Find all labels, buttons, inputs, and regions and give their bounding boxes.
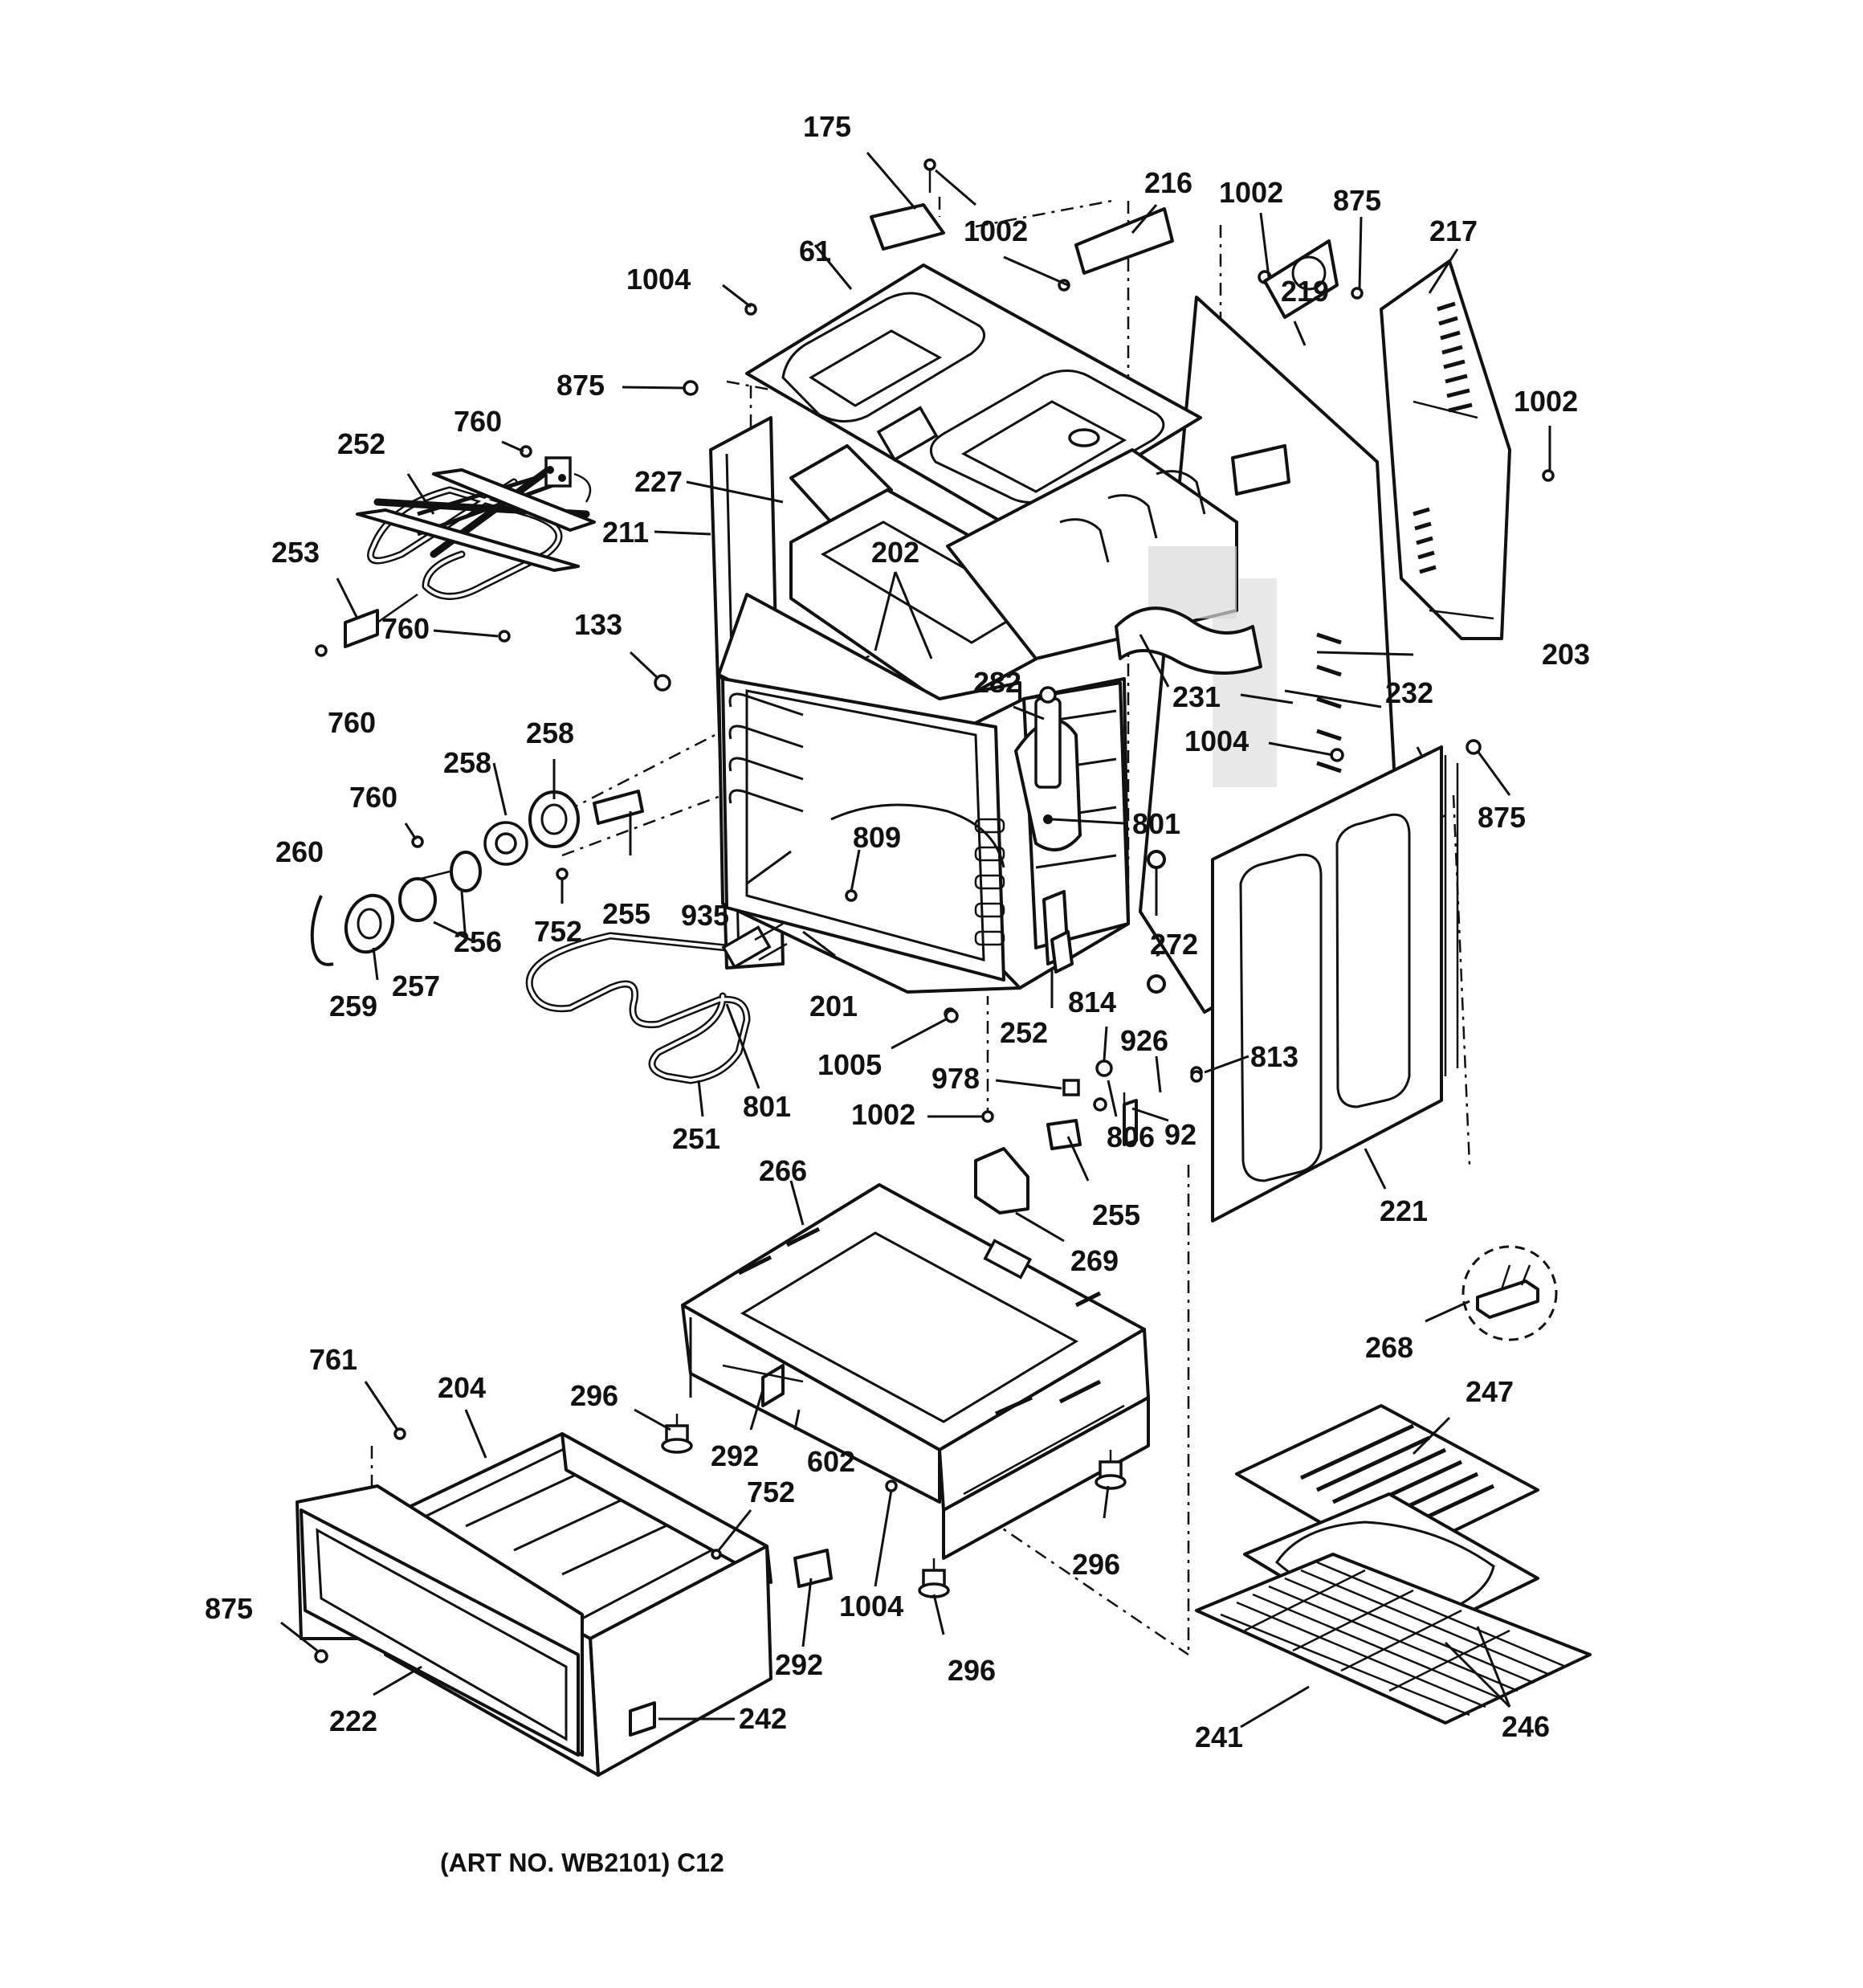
- bake-element-251: [525, 922, 788, 1084]
- oven-sensor-282: [1014, 686, 1082, 851]
- hinge-parts: [944, 850, 1203, 1214]
- callout-875: 875: [1478, 801, 1526, 834]
- callout-255: 255: [1092, 1198, 1140, 1231]
- callout-258: 258: [526, 716, 574, 749]
- callout-1002: 1002: [1514, 385, 1578, 418]
- oven-rack-241: [1195, 1553, 1592, 1725]
- callout-258: 258: [443, 746, 491, 779]
- callout-246: 246: [1502, 1710, 1550, 1743]
- callout-216: 216: [1144, 166, 1192, 199]
- callout-255: 255: [602, 897, 650, 930]
- callout-217: 217: [1429, 214, 1478, 247]
- back-panel-217: [1380, 259, 1511, 640]
- callout-760: 760: [454, 405, 502, 438]
- callout-296: 296: [570, 1379, 618, 1412]
- callout-801: 801: [743, 1090, 791, 1123]
- inset-268: [1461, 1245, 1558, 1341]
- callout-133: 133: [574, 608, 622, 641]
- callout-204: 204: [438, 1371, 486, 1404]
- callout-219: 219: [1281, 275, 1329, 308]
- callout-875: 875: [556, 369, 605, 402]
- callout-1004: 1004: [1184, 725, 1249, 757]
- callout-247: 247: [1466, 1375, 1514, 1408]
- callout-241: 241: [1195, 1721, 1243, 1753]
- callout-926: 926: [1120, 1024, 1168, 1057]
- callout-1004: 1004: [626, 263, 691, 296]
- callout-175: 175: [803, 110, 851, 143]
- callout-201: 201: [809, 990, 858, 1023]
- callout-242: 242: [739, 1702, 787, 1735]
- callout-257: 257: [392, 970, 440, 1002]
- callout-231: 231: [1172, 680, 1221, 713]
- callout-292: 292: [711, 1439, 759, 1472]
- callout-814: 814: [1068, 986, 1116, 1018]
- callout-296: 296: [948, 1654, 996, 1687]
- callout-256: 256: [454, 925, 502, 958]
- callout-1005: 1005: [817, 1048, 882, 1081]
- callout-1002: 1002: [851, 1098, 915, 1131]
- callout-251: 251: [672, 1122, 720, 1155]
- callout-252: 252: [337, 427, 385, 460]
- callout-253: 253: [271, 536, 320, 569]
- callout-260: 260: [275, 835, 324, 868]
- leveling-legs-296: [661, 1414, 1127, 1598]
- callout-761: 761: [309, 1343, 357, 1376]
- callout-813: 813: [1250, 1040, 1298, 1073]
- callout-227: 227: [634, 465, 683, 498]
- callout-875: 875: [205, 1592, 253, 1625]
- callout-221: 221: [1380, 1194, 1428, 1227]
- bracket-253: [344, 593, 418, 648]
- callout-978: 978: [932, 1062, 980, 1095]
- callout-292: 292: [775, 1648, 823, 1681]
- callout-760: 760: [349, 781, 397, 814]
- callout-222: 222: [329, 1704, 377, 1737]
- callout-752: 752: [747, 1476, 795, 1508]
- callout-760: 760: [328, 706, 376, 739]
- cooktop-panel-61: [745, 263, 1202, 532]
- callout-268: 268: [1365, 1331, 1413, 1364]
- side-panel-221: [1211, 745, 1459, 1223]
- callout-1004: 1004: [839, 1590, 903, 1623]
- callout-203: 203: [1542, 638, 1590, 671]
- callout-760: 760: [381, 612, 430, 645]
- callout-232: 232: [1385, 676, 1433, 709]
- callout-259: 259: [329, 990, 377, 1023]
- callout-211: 211: [602, 516, 649, 549]
- callout-1002: 1002: [1219, 176, 1283, 209]
- thermostat-parts: [310, 790, 644, 966]
- callout-806: 806: [1107, 1121, 1155, 1153]
- callout-labels: 175 1002 216 1002 875 217 61 1004 219 10…: [205, 110, 1590, 1753]
- callout-602: 602: [807, 1445, 855, 1478]
- callout-61: 61: [799, 235, 831, 267]
- callout-266: 266: [759, 1154, 807, 1187]
- callout-809: 809: [853, 821, 901, 854]
- callout-801: 801: [1132, 807, 1180, 840]
- callout-252: 252: [1000, 1016, 1048, 1049]
- oven-top-insulation: [789, 444, 1262, 708]
- art-number-caption: (ART NO. WB2101) C12: [440, 1848, 724, 1877]
- callout-1002: 1002: [964, 214, 1028, 247]
- drawer-support-266: [681, 1183, 1150, 1560]
- callout-92: 92: [1164, 1118, 1196, 1151]
- callout-752: 752: [534, 915, 582, 948]
- callout-296: 296: [1072, 1548, 1120, 1581]
- callout-272: 272: [1150, 928, 1198, 961]
- callout-282: 282: [973, 666, 1021, 699]
- fasteners: [314, 158, 1555, 1663]
- callout-202: 202: [871, 536, 919, 569]
- broil-element-252: [356, 456, 596, 600]
- leader-lines: [280, 152, 1551, 1729]
- callout-875: 875: [1333, 184, 1381, 217]
- callout-269: 269: [1070, 1244, 1119, 1277]
- storage-drawer-204: [296, 1432, 833, 1777]
- callout-935: 935: [681, 899, 729, 932]
